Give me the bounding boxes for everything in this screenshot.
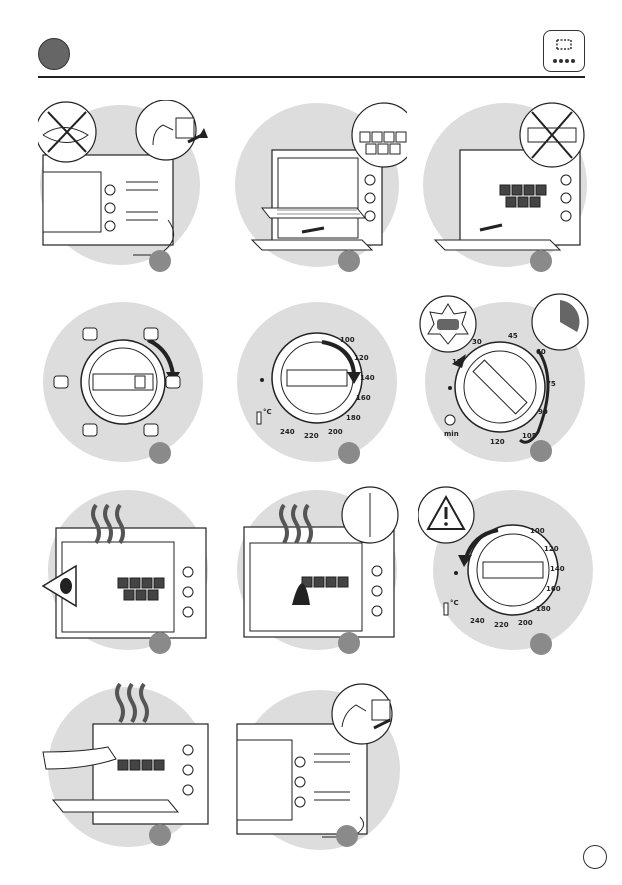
step-4-function-dial xyxy=(38,300,213,470)
timer-unit: min xyxy=(444,430,459,438)
thermometer-icon xyxy=(257,412,261,424)
stopwatch-icon xyxy=(445,415,455,425)
temp-tick: 120 xyxy=(544,545,559,553)
temp-unit: °C xyxy=(450,599,459,607)
step-badge xyxy=(338,250,360,272)
thermometer-icon xyxy=(444,603,448,615)
timer-tick: 120 xyxy=(490,438,505,446)
temp-tick: 220 xyxy=(304,432,319,440)
step-10-remove-food xyxy=(38,682,213,857)
step-badge xyxy=(530,440,552,462)
step-badge xyxy=(336,825,358,847)
temp-tick: 180 xyxy=(346,414,361,422)
page-number xyxy=(583,845,607,869)
temp-tick: 220 xyxy=(494,621,509,629)
step-3-insert-tray xyxy=(420,100,595,275)
step-7-cooking-check xyxy=(38,488,213,658)
temp-tick: 140 xyxy=(360,374,375,382)
oven-function-icon xyxy=(543,30,585,72)
step-badge xyxy=(530,250,552,272)
timer-tick: 30 xyxy=(472,338,482,346)
step-badge xyxy=(530,633,552,655)
step-5-temperature-dial: 100 120 140 160 180 200 220 240 °C xyxy=(232,300,407,470)
step-badge xyxy=(149,824,171,846)
step-6-timer-dial: 15 30 45 60 75 90 105 120 min xyxy=(410,292,595,470)
timer-tick: 60 xyxy=(536,348,546,356)
temp-tick: 240 xyxy=(280,428,295,436)
temp-tick: 140 xyxy=(550,565,565,573)
step-badge xyxy=(149,632,171,654)
step-badge xyxy=(149,250,171,272)
temp-tick: 200 xyxy=(518,619,533,627)
temp-tick: 160 xyxy=(546,585,561,593)
timer-tick: 75 xyxy=(546,380,556,388)
timer-tick: 90 xyxy=(538,408,548,416)
step-9-dial-off: 100 120 140 160 180 200 220 240 °C xyxy=(418,485,596,660)
temp-tick: 160 xyxy=(356,394,371,402)
step-2-insert-rack xyxy=(232,100,407,275)
header-rule xyxy=(38,76,585,78)
timer-tick: 105 xyxy=(522,432,537,440)
temp-tick: 240 xyxy=(470,617,485,625)
step-1-unplug xyxy=(38,100,208,275)
temp-tick: 100 xyxy=(530,527,545,535)
timer-tick: 15 xyxy=(452,358,462,366)
step-11-unplug-after xyxy=(232,682,407,857)
step-badge xyxy=(338,442,360,464)
temp-tick: 100 xyxy=(340,336,355,344)
temp-unit: °C xyxy=(263,408,272,416)
step-badge xyxy=(149,442,171,464)
step-8-cooking-time xyxy=(232,485,407,657)
step-badge xyxy=(338,632,360,654)
temp-tick: 200 xyxy=(328,428,343,436)
timer-tick: 45 xyxy=(508,332,518,340)
header-bullet xyxy=(38,38,70,70)
temp-tick: 180 xyxy=(536,605,551,613)
temp-tick: 120 xyxy=(354,354,369,362)
